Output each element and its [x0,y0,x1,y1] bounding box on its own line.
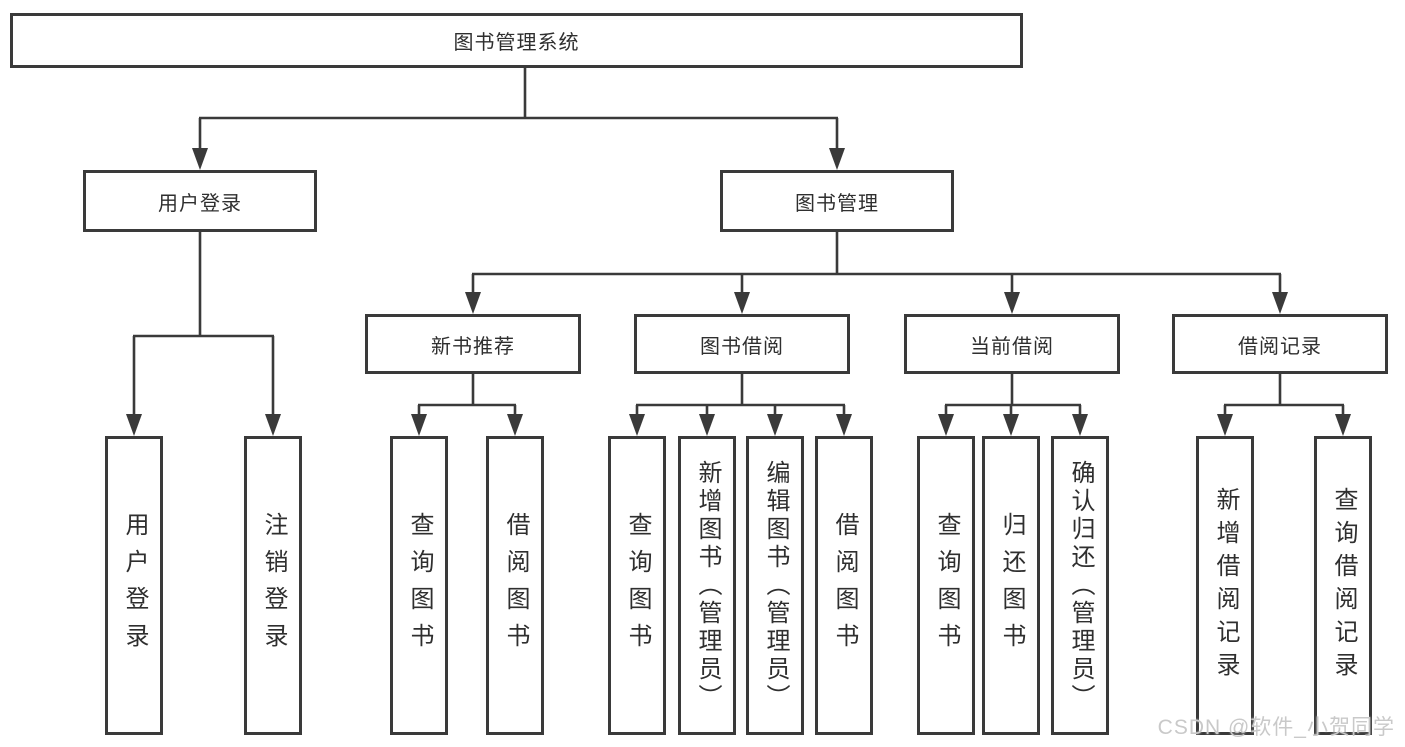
arrowheads [126,148,1351,436]
leaf-query-books-recommend: 查询图书 [390,436,448,735]
node-label: 图书管理 [795,192,879,215]
node-label: 图书管理系统 [453,32,580,54]
node-library-management-system: 图书管理系统 [10,13,1023,68]
leaf-label: 查询图书 [933,511,960,660]
node-label: 图书借阅 [700,335,784,358]
node-label: 当前借阅 [970,335,1054,358]
node-borrow-records: 借阅记录 [1172,314,1388,374]
leaf-label: 编辑图书（管理员） [762,459,789,712]
node-label: 用户登录 [158,192,242,215]
leaf-label: 确认归还（管理员） [1067,459,1094,712]
csdn-watermark: CSDN @软件_小贺同学 [1157,716,1395,739]
node-label: 新书推荐 [431,335,515,358]
node-current-borrow: 当前借阅 [904,314,1120,374]
leaf-label: 查询图书 [406,511,433,660]
leaf-confirm-return-admin: 确认归还（管理员） [1051,436,1109,735]
leaf-borrow-books: 借阅图书 [815,436,873,735]
leaf-label: 用户登录 [121,511,148,660]
leaf-label: 借阅图书 [831,511,858,660]
leaf-add-book-admin: 新增图书（管理员） [678,436,736,735]
leaf-label: 查询借阅记录 [1330,486,1357,685]
leaf-label: 归还图书 [998,511,1025,660]
node-new-book-recommend: 新书推荐 [365,314,581,374]
leaf-label: 借阅图书 [502,511,529,660]
leaf-query-borrow-record: 查询借阅记录 [1314,436,1372,735]
node-book-management: 图书管理 [720,170,954,232]
leaf-query-books-borrow: 查询图书 [608,436,666,735]
leaf-edit-book-admin: 编辑图书（管理员） [746,436,804,735]
node-label: 借阅记录 [1238,335,1322,358]
node-book-borrow: 图书借阅 [634,314,850,374]
leaf-label: 查询图书 [624,511,651,660]
leaf-query-books-current: 查询图书 [917,436,975,735]
leaf-add-borrow-record: 新增借阅记录 [1196,436,1254,735]
leaf-return-books: 归还图书 [982,436,1040,735]
leaf-label: 新增图书（管理员） [694,459,721,712]
node-user-login: 用户登录 [83,170,317,232]
leaf-borrow-books-recommend: 借阅图书 [486,436,544,735]
leaf-user-login: 用户登录 [105,436,163,735]
leaf-logout: 注销登录 [244,436,302,735]
leaf-label: 新增借阅记录 [1212,486,1239,685]
leaf-label: 注销登录 [260,511,287,660]
